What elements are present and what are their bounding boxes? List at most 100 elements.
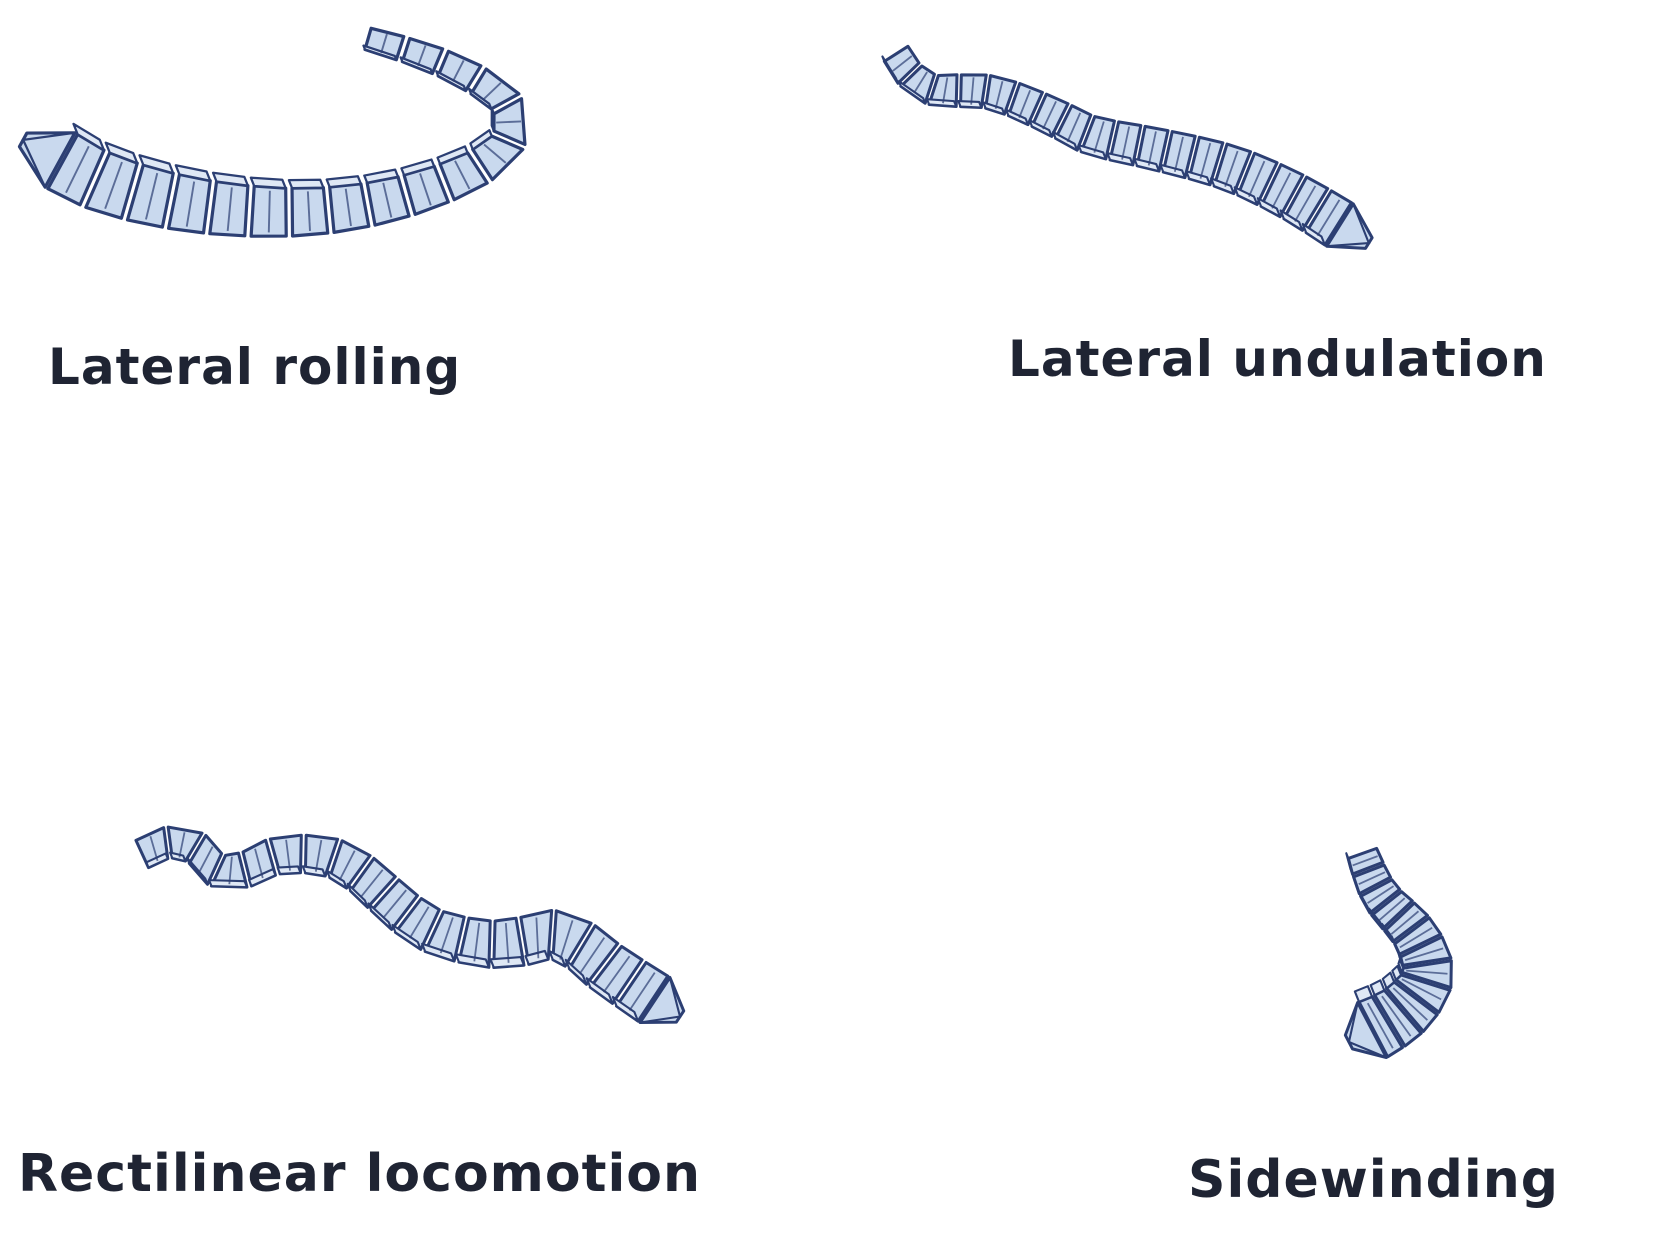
snake-robot-lateral-rolling-segment-top [138, 154, 175, 175]
snake-robot-sidewinding-segment-joint [1406, 969, 1448, 975]
snake-robot-lateral-rolling-segment-top [490, 107, 496, 133]
snake-robot-lateral-rolling-segment-top [467, 87, 493, 111]
snake-robot-rectilinear-locomotion-segment-joint [473, 922, 481, 962]
snake-robot-lateral-undulation-segment-top [1077, 144, 1107, 161]
snake-robot-rectilinear-locomotion-segment-joint [602, 955, 631, 993]
snake-robot-sidewinding-segment-top [1380, 922, 1394, 943]
snake-robot-rectilinear-locomotion-segment-top [367, 902, 393, 931]
snake-robot-lateral-undulation-head-edge [1326, 203, 1371, 248]
snake-robot-lateral-undulation-segment-joint [994, 81, 1004, 109]
snake-robot-lateral-rolling-segment-joint [185, 181, 196, 227]
snake-robot-lateral-undulation-segment-top [1028, 119, 1053, 138]
snake-robot-lateral-undulation-segment-top [1256, 197, 1282, 218]
snake-robot-lateral-undulation-segment-top [925, 98, 958, 108]
snake-robot-sidewinding-segment-joint [1392, 987, 1428, 1021]
snake-robot-lateral-rolling-segment-top [436, 145, 469, 166]
snake-robot-rectilinear-locomotion-segment-top [208, 879, 248, 889]
snake-robot-lateral-undulation-segment-top [897, 80, 927, 105]
snake-robot-lateral-rolling-segment-joint [104, 161, 123, 209]
snake-robot-lateral-rolling-segment-top [435, 70, 467, 92]
snake-robot-lateral-rolling-segment-top [363, 168, 400, 184]
snake-robot-lateral-rolling-segment-top [174, 164, 212, 182]
snake-robot-lateral-rolling-segment-joint [452, 59, 465, 82]
snake-robot-rectilinear-locomotion-segment-top [585, 977, 614, 1005]
snake-robot-lateral-rolling-segment-top [325, 175, 363, 189]
snake-robot-rectilinear-locomotion-segment-top [391, 923, 422, 951]
snake-robot-lateral-undulation-segment-top [982, 101, 1006, 116]
snake-robot-lateral-rolling-segment-joint [419, 173, 432, 206]
snake-robot-lateral-rolling-segment-joint [483, 143, 507, 164]
snake-robot-rectilinear-locomotion-segment-joint [504, 923, 510, 963]
snake-robot-lateral-undulation-head [1325, 202, 1374, 250]
snake-robot-lateral-rolling-segment-joint [496, 120, 522, 124]
snake-robot-rectilinear-locomotion-segment-joint [579, 937, 606, 974]
snake-robot-rectilinear-locomotion-segment-joint [628, 972, 656, 1011]
snake-robot-lateral-rolling-segment-joint [145, 172, 159, 220]
snake-robot-sidewinding-segment-top [1391, 964, 1403, 981]
snake-robot-sidewinding-head-edge [1347, 1002, 1387, 1059]
snake-robot-lateral-rolling-segment-top [72, 122, 106, 152]
snake-robot-rectilinear-locomotion-segment-top [524, 949, 550, 966]
snake-robot-rectilinear-locomotion-segment-joint [382, 889, 407, 919]
snake-robot-sidewinding-segment-joint [1367, 885, 1395, 904]
snake-robot-rectilinear-locomotion-segment-top [611, 995, 640, 1023]
snake-robot-lateral-rolling-segment-joint [380, 33, 388, 54]
snake-robot-sidewinding-segment-joint [1378, 897, 1406, 921]
snake-robot-sidewinding-segment-top [1397, 958, 1405, 974]
snake-robot-lateral-rolling-segment-top [287, 178, 325, 190]
snake-robot-rectilinear-locomotion-segment-joint [338, 850, 356, 881]
snake-robot-lateral-undulation-segment-top [1133, 157, 1161, 173]
snake-robot-sidewinding-segment-joint [1401, 978, 1442, 1001]
snake-robot-lateral-undulation-segment-top [1159, 163, 1187, 179]
snake-robot-lateral-undulation-segment-top [1051, 130, 1079, 152]
snake-robot-rectilinear-locomotion-segment-joint [228, 856, 233, 885]
snake-robot-lateral-undulation-segment-joint [1042, 100, 1057, 130]
snake-robot-rectilinear-locomotion-segment-joint [360, 869, 384, 898]
snake-robot-sidewinding-segment-joint [1399, 926, 1433, 949]
snake-robot-sidewinding-icon [1343, 846, 1453, 1059]
snake-robot-lateral-undulation-segment-joint [970, 77, 975, 105]
snake-robot-lateral-rolling-segment-top [469, 129, 493, 151]
snake-robot-lateral-rolling-segment-top [249, 176, 287, 190]
snake-robot-lateral-undulation-segment-joint [1121, 126, 1131, 160]
snake-robot-rectilinear-locomotion-segment-top [421, 942, 456, 963]
snake-robot-lateral-undulation-segment-joint [1316, 199, 1341, 237]
snake-robot-lateral-undulation-segment-top [1279, 209, 1304, 232]
snake-robot-lateral-rolling-segment-joint [344, 188, 352, 227]
snake-robot-rectilinear-locomotion-segment-joint [254, 848, 264, 879]
snake-robot-lateral-rolling-segment [166, 172, 212, 235]
snake-robot-lateral-undulation-segment-top [957, 99, 983, 109]
caption-sidewinding: Sidewinding [1188, 1150, 1559, 1210]
snake-robot-lateral-rolling-segment-joint [65, 145, 90, 194]
snake-robot-lateral-rolling-segment-joint [226, 187, 233, 232]
snake-robot-lateral-undulation-segment-top [881, 55, 900, 85]
snake-robot-rectilinear-locomotion-segment-joint [559, 920, 574, 960]
snake-robot-rectilinear-locomotion-segment-joint [408, 906, 430, 939]
snake-robot-sidewinding-segment-joint [1404, 947, 1444, 962]
snake-robot-sidewinding-segment-top [1381, 971, 1396, 990]
snake-robot-lateral-undulation-segment-top [1301, 222, 1326, 247]
snake-robot-lateral-rolling-head-edge [21, 131, 76, 188]
snake-robot-lateral-rolling-segment-joint [306, 191, 311, 232]
snake-robot-sidewinding-segment-joint [1358, 871, 1386, 885]
snake-robot-lateral-undulation-segment-joint [1248, 160, 1266, 198]
snake-robot-rectilinear-locomotion-icon [134, 825, 686, 1025]
snake-robot-lateral-rolling-segment-joint [382, 182, 393, 218]
snake-robot-lateral-undulation-segment-top [1106, 152, 1134, 166]
snake-robot-rectilinear-locomotion-segment-top [276, 865, 302, 875]
snake-robot-lateral-undulation-segment-joint [1173, 136, 1184, 172]
snake-robot-sidewinding-segment-top [1368, 907, 1384, 930]
snake-robot-lateral-undulation-segment-joint [1199, 142, 1212, 179]
snake-robot-rectilinear-locomotion-segment-joint [198, 846, 214, 873]
snake-robot-lateral-undulation-segment-joint [1066, 112, 1082, 143]
snake-robot-lateral-rolling-segment-top [399, 56, 434, 75]
caption-rectilinear-locomotion: Rectilinear locomotion [18, 1144, 702, 1204]
snake-robot-lateral-rolling-segment-top [400, 158, 436, 177]
snake-robot-rectilinear-locomotion-segment-top [548, 950, 567, 968]
snake-robot-lateral-undulation-segment-top [1005, 108, 1030, 126]
snake-robot-rectilinear-locomotion-segment-top [325, 869, 348, 890]
snake-robot-sidewinding-segment-top [1357, 889, 1371, 915]
snake-robot-sidewinding-segment-top [1350, 870, 1361, 895]
snake-robot-sidewinding-segment-top [1369, 979, 1386, 997]
snake-robot-lateral-rolling-head [17, 131, 77, 189]
